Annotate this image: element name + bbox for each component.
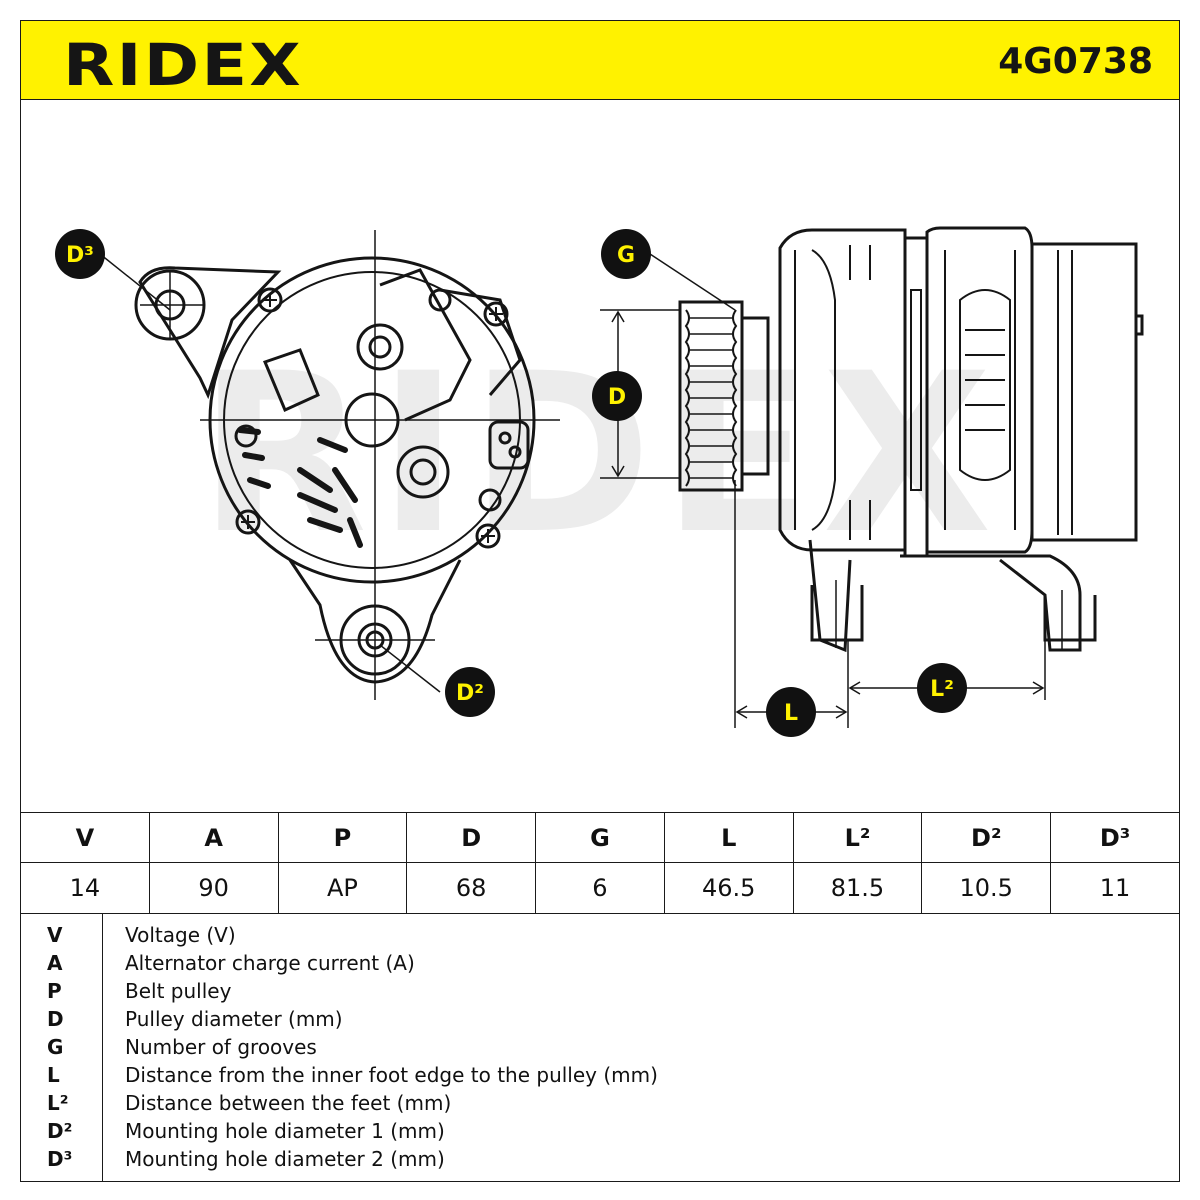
legend-item: L Distance from the inner foot edge to t… xyxy=(21,1061,1179,1089)
spec-header-cell: P xyxy=(277,812,408,863)
legend-key: D xyxy=(47,1007,64,1031)
legend-text: Mounting hole diameter 2 (mm) xyxy=(125,1147,445,1171)
label-d: D xyxy=(608,385,626,410)
label-d3: D³ xyxy=(66,243,94,268)
legend-item: D² Mounting hole diameter 1 (mm) xyxy=(21,1117,1179,1145)
legend-item: P Belt pulley xyxy=(21,977,1179,1005)
spec-value-cell: 90 xyxy=(148,862,279,914)
spec-value-cell: 81.5 xyxy=(792,862,923,914)
spec-header-cell: D² xyxy=(921,812,1052,863)
label-g-badge: G xyxy=(601,229,651,279)
part-number: 4G0738 xyxy=(998,41,1153,82)
spec-header-cell: L² xyxy=(792,812,923,863)
spec-header-cell: L xyxy=(663,812,794,863)
legend-key: D² xyxy=(47,1119,73,1143)
legend-key: A xyxy=(47,951,63,975)
label-g: G xyxy=(617,243,635,268)
legend-item: L² Distance between the feet (mm) xyxy=(21,1089,1179,1117)
spec-value-cell: 10.5 xyxy=(921,862,1052,914)
legend-key: P xyxy=(47,979,62,1003)
label-l2-badge: L² xyxy=(917,663,967,713)
header-bar: RIDEX 4G0738 xyxy=(20,20,1180,100)
legend-item: G Number of grooves xyxy=(21,1033,1179,1061)
legend-text: Distance from the inner foot edge to the… xyxy=(125,1063,658,1087)
watermark: RIDEX xyxy=(198,326,1002,582)
spec-value-cell: 46.5 xyxy=(663,862,794,914)
alternator-side-view xyxy=(678,226,1144,653)
spec-value-cell: 6 xyxy=(535,862,665,914)
label-l2: L² xyxy=(930,677,954,702)
legend-text: Belt pulley xyxy=(125,979,232,1003)
legend-key: D³ xyxy=(47,1147,73,1171)
spec-value-cell: 11 xyxy=(1050,862,1180,914)
spec-value-cell: AP xyxy=(277,862,408,914)
label-d2: D² xyxy=(456,681,484,706)
legend-item: V Voltage (V) xyxy=(21,921,1179,949)
legend-text: Number of grooves xyxy=(125,1035,317,1059)
legend-item: D Pulley diameter (mm) xyxy=(21,1005,1179,1033)
label-l: L xyxy=(784,701,798,726)
spec-header-row: V A P D G L L² D² D³ xyxy=(20,812,1180,863)
spec-value-cell: 14 xyxy=(20,862,150,914)
legend: V Voltage (V) A Alternator charge curren… xyxy=(20,913,1180,1182)
spec-value-row: 14 90 AP 68 6 46.5 81.5 10.5 11 xyxy=(20,862,1180,914)
spec-header-cell: V xyxy=(20,812,150,863)
legend-key: L² xyxy=(47,1091,69,1115)
legend-text: Mounting hole diameter 1 (mm) xyxy=(125,1119,445,1143)
legend-text: Voltage (V) xyxy=(125,923,236,947)
legend-key: G xyxy=(47,1035,64,1059)
label-l-badge: L xyxy=(766,687,816,737)
label-d3-badge: D³ xyxy=(55,229,105,279)
legend-key: V xyxy=(47,923,63,947)
spec-header-cell: G xyxy=(535,812,665,863)
spec-value-cell: 68 xyxy=(406,862,537,914)
legend-divider xyxy=(102,913,103,1181)
legend-text: Distance between the feet (mm) xyxy=(125,1091,452,1115)
spec-header-cell: D³ xyxy=(1050,812,1180,863)
brand-logo: RIDEX xyxy=(63,31,304,99)
legend-item: A Alternator charge current (A) xyxy=(21,949,1179,977)
spec-table: V A P D G L L² D² D³ 14 90 AP 68 6 46.5 … xyxy=(20,812,1180,914)
legend-text: Pulley diameter (mm) xyxy=(125,1007,343,1031)
legend-key: L xyxy=(47,1063,60,1087)
technical-drawing: RIDEX xyxy=(55,226,1144,737)
spec-header-cell: D xyxy=(406,812,537,863)
spec-header-cell: A xyxy=(148,812,279,863)
legend-text: Alternator charge current (A) xyxy=(125,951,415,975)
centerlines xyxy=(140,230,560,700)
label-d2-badge: D² xyxy=(445,667,495,717)
legend-item: D³ Mounting hole diameter 2 (mm) xyxy=(21,1145,1179,1173)
label-d-badge: D xyxy=(592,371,642,421)
